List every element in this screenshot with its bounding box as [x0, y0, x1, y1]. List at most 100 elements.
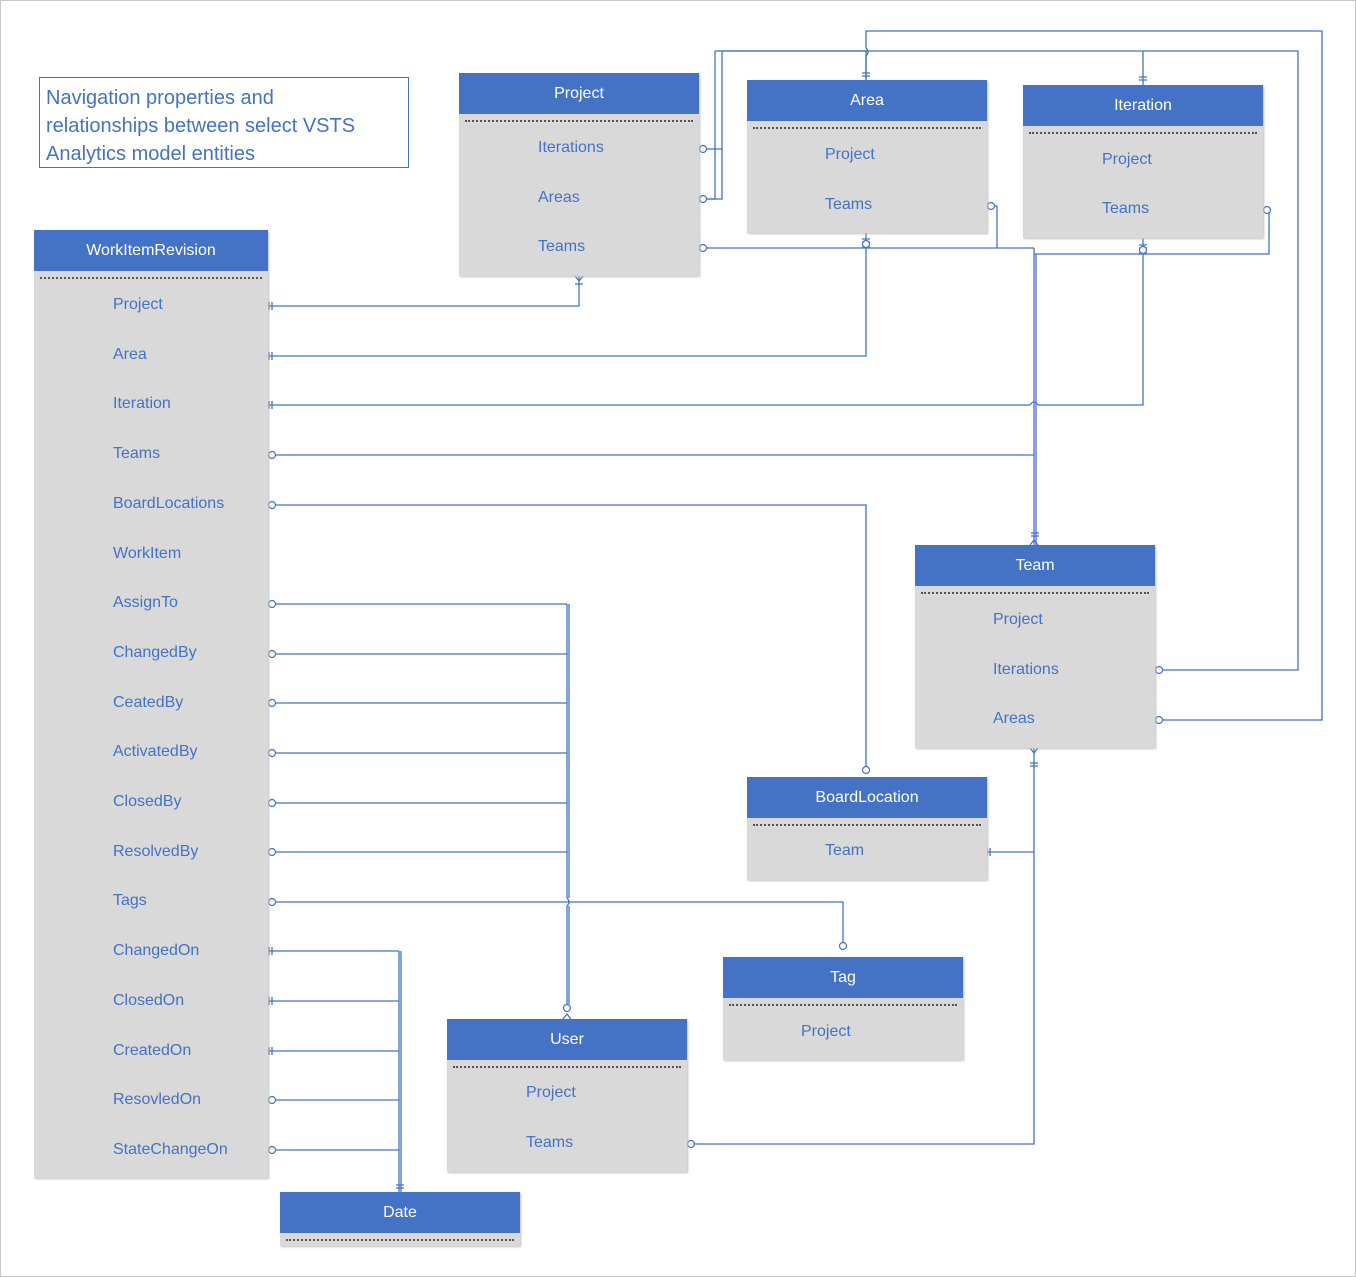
one-marker: [986, 848, 991, 856]
connector-line-22: [398, 951, 402, 1192]
connector-line-26: [703, 51, 716, 200]
one-marker: [396, 1184, 404, 1189]
property-area: Area: [113, 345, 147, 363]
connector-line-28: [715, 50, 867, 80]
zero-marker: [861, 765, 871, 775]
entity-title: Team: [915, 545, 1155, 586]
zero-marker: [1154, 665, 1164, 675]
entity-title: Tag: [723, 957, 963, 998]
connector-line-2: [268, 233, 867, 357]
one-marker: [268, 401, 273, 409]
connector-line-16: [268, 901, 844, 943]
property-areas: Areas: [538, 188, 580, 206]
zero-marker: [698, 144, 708, 154]
property-project: Project: [825, 146, 875, 163]
one-marker: [1031, 532, 1039, 537]
property-boardlocations: BoardLocations: [113, 494, 225, 512]
property-areas: Areas: [993, 710, 1035, 727]
one-marker: [268, 997, 273, 1005]
property-changedby: ChangedBy: [113, 643, 197, 661]
zero-marker: [267, 748, 277, 758]
entity-separator: [1029, 132, 1257, 134]
zero-marker: [1262, 205, 1272, 215]
many-marker: [562, 1012, 572, 1020]
entity-separator: [286, 1239, 514, 1241]
entity-separator: [729, 1004, 957, 1006]
property-assignto: AssignTo: [113, 594, 178, 612]
one-marker: [268, 947, 273, 955]
zero-marker: [267, 450, 277, 460]
caption-line-2: relationships between select VSTS: [46, 115, 356, 137]
connector-line-24: [703, 149, 723, 200]
zero-marker: [686, 1139, 696, 1149]
property-resolvedby: ResolvedBy: [113, 842, 199, 860]
property-createdon: CreatedOn: [113, 1041, 192, 1059]
entity-title: User: [447, 1019, 687, 1060]
caption-line-1: Navigation properties and: [46, 87, 274, 109]
connector-line-3: [268, 238, 1144, 406]
property-team: Team: [825, 842, 865, 859]
property-teams: Teams: [1102, 200, 1150, 217]
many-marker: [1029, 747, 1039, 755]
zero-marker: [1138, 245, 1148, 255]
connector-line-1: [268, 276, 580, 307]
property-tags: Tags: [113, 892, 147, 910]
zero-marker: [861, 239, 871, 249]
entity-title: BoardLocation: [747, 777, 987, 818]
zero-marker: [698, 194, 708, 204]
entity-title: Area: [747, 80, 987, 121]
one-marker: [268, 1047, 273, 1055]
entity-separator: [453, 1066, 681, 1068]
property-ceatedby: CeatedBy: [113, 693, 184, 711]
zero-marker: [267, 500, 277, 510]
entity-separator: [40, 277, 262, 279]
connector-line-29: [991, 205, 998, 248]
connector-line-36: [691, 852, 1035, 1145]
zero-marker: [267, 798, 277, 808]
entity-separator: [753, 127, 981, 129]
entity-separator: [921, 592, 1149, 594]
connector-line-35: [987, 748, 1035, 853]
caption-line-3: Analytics model entities: [46, 143, 255, 165]
property-project: Project: [1102, 151, 1152, 168]
property-iterations: Iterations: [993, 660, 1059, 678]
many-marker: [574, 275, 584, 283]
zero-marker: [838, 941, 848, 951]
property-teams: Teams: [113, 445, 161, 463]
zero-marker: [562, 1003, 572, 1013]
connector-line-31: [1033, 248, 1037, 545]
entity-title: Project: [459, 73, 699, 114]
property-statechangeon: StateChangeOn: [113, 1140, 228, 1158]
property-iteration: Iteration: [113, 395, 171, 413]
connector-line-6: [268, 504, 867, 773]
zero-marker: [267, 1145, 277, 1155]
property-project: Project: [526, 1084, 576, 1101]
zero-marker: [267, 847, 277, 857]
entity-date: Date: [280, 1192, 520, 1246]
zero-marker: [698, 243, 708, 253]
one-marker: [268, 302, 273, 310]
property-project: Project: [113, 296, 163, 313]
zero-marker: [267, 698, 277, 708]
property-iterations: Iterations: [538, 139, 604, 156]
one-marker: [268, 352, 273, 360]
zero-marker: [267, 1095, 277, 1105]
zero-marker: [1154, 715, 1164, 725]
property-teams: Teams: [825, 196, 873, 213]
connector-line-33: [865, 30, 1323, 721]
many-marker: [1029, 538, 1039, 546]
diagram-caption: Navigation properties and relationships …: [39, 77, 409, 168]
property-project: Project: [993, 611, 1043, 628]
entity-title: WorkItemRevision: [34, 230, 268, 271]
one-marker: [1139, 76, 1147, 81]
property-changedon: ChangedOn: [113, 942, 200, 960]
zero-marker: [267, 599, 277, 609]
zero-marker: [986, 201, 996, 211]
